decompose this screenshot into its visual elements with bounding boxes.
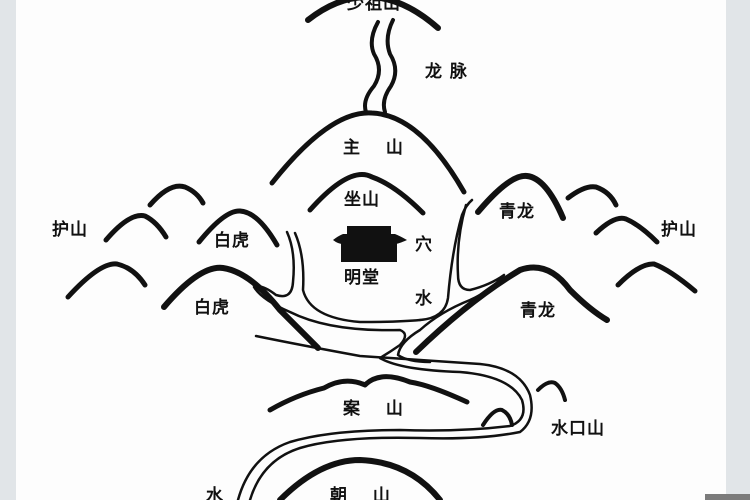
hushan-right-top — [565, 184, 619, 208]
label-anshan: 案 山 — [343, 399, 413, 419]
hushan-left-low — [65, 261, 148, 300]
hushan-left-top — [147, 183, 206, 208]
label-shui-bottom: 水 — [206, 486, 224, 500]
label-longmai: 龙 脉 — [425, 62, 468, 82]
dragon-vein-line-a — [363, 20, 381, 114]
diagram-canvas: 少祖山 龙 脉 主 山 坐山 穴 明堂 水 白虎 白虎 青龙 青龙 护山 护山 … — [16, 0, 726, 500]
label-shaozushan: 少祖山 — [347, 0, 401, 14]
label-hushan-right: 护山 — [661, 220, 697, 240]
qinglong-inner-ridge — [475, 172, 566, 221]
water-left-outer — [252, 230, 407, 360]
label-shuikoushan: 水口山 — [551, 419, 605, 439]
chaoshan-ridge — [277, 457, 443, 500]
label-hushan-left: 护山 — [52, 220, 88, 240]
water-right-outer — [396, 203, 506, 364]
shuikoushan-hill-b — [481, 407, 514, 427]
qinglong-outer-ridge — [413, 264, 610, 355]
zhushan-ridge — [269, 110, 467, 195]
label-qinglong-outer: 青龙 — [520, 301, 556, 321]
baihu-inner-ridge — [196, 208, 280, 248]
label-shui-inner: 水 — [415, 289, 433, 309]
label-baihu-outer: 白虎 — [194, 298, 230, 318]
house-icon — [333, 226, 407, 262]
anshan-ridge — [267, 374, 470, 413]
landform-diagram — [65, 0, 698, 500]
label-mingtang: 明堂 — [344, 268, 380, 288]
label-chaoshan: 朝 山 — [330, 486, 400, 500]
river-bank-lower — [236, 356, 525, 500]
hushan-right-mid — [593, 215, 660, 245]
label-zhushan: 主 山 — [343, 138, 413, 158]
label-baihu-inner: 白虎 — [214, 231, 250, 251]
water-left-inner — [293, 231, 422, 324]
hushan-left-mid — [103, 213, 169, 243]
baihu-outer-ridge — [161, 264, 321, 351]
label-zuoshan: 坐山 — [344, 190, 380, 210]
left-frame — [0, 0, 16, 500]
shaozushan-ridge — [305, 0, 441, 31]
zuoshan-ridge — [307, 171, 426, 216]
hushan-right-low — [615, 261, 698, 294]
label-qinglong-inner: 青龙 — [499, 202, 535, 222]
dragon-vein-line-b — [381, 18, 398, 114]
scrollbar-thumb[interactable] — [705, 494, 750, 500]
shuikoushan-hill-a — [536, 380, 567, 402]
label-xue: 穴 — [415, 235, 433, 255]
right-frame — [726, 0, 750, 500]
river-bank-upper — [248, 334, 533, 500]
